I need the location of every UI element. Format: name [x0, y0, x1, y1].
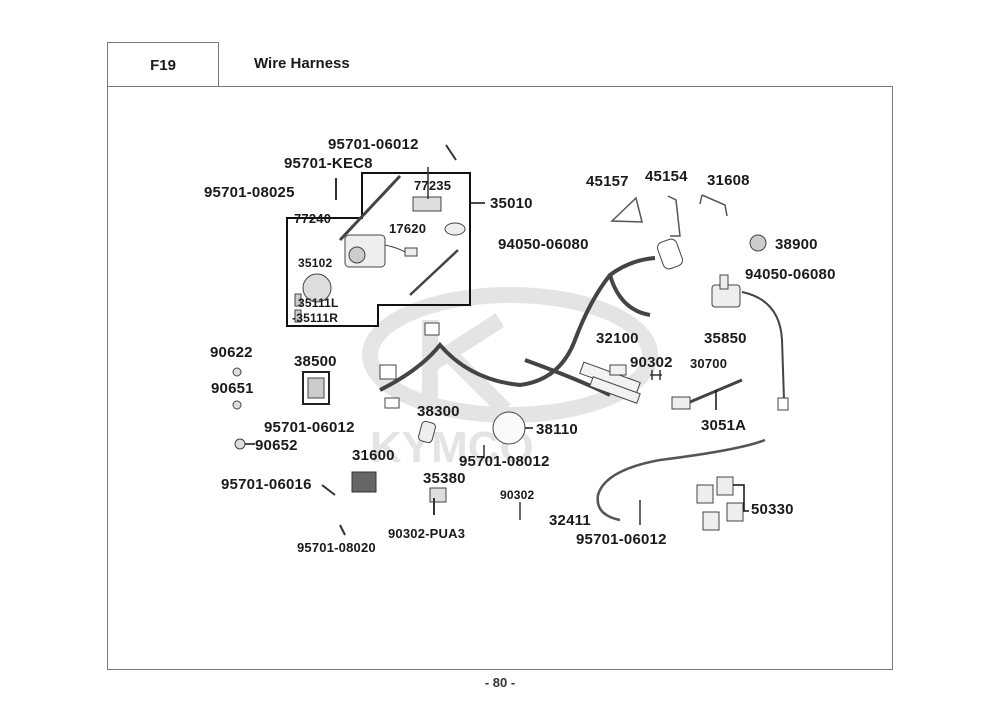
part-label[interactable]: 50330 [751, 501, 794, 518]
part-label[interactable]: 94050-06080 [745, 266, 836, 283]
regulator-icon [351, 471, 377, 493]
assembly-inset-box [286, 172, 471, 327]
relay-socket-icon [749, 234, 767, 252]
main-wire-harness-icon [379, 256, 656, 397]
part-label[interactable]: 95701-06012 [576, 531, 667, 548]
lock-plate-icon [302, 273, 332, 303]
bracket-icon [412, 196, 442, 212]
part-label[interactable]: 38900 [775, 236, 818, 253]
part-label[interactable]: 3051A [701, 417, 747, 434]
cable-icon [409, 249, 459, 296]
part-label[interactable]: 94050-06080 [498, 236, 589, 253]
part-label[interactable]: -35111R [292, 311, 339, 325]
part-label[interactable]: 95701-06012 [328, 136, 419, 153]
fuse-holder-icon [579, 361, 641, 404]
part-label[interactable]: 35850 [704, 330, 747, 347]
part-label[interactable]: 38500 [294, 353, 337, 370]
part-label[interactable]: 31608 [707, 172, 750, 189]
part-label[interactable]: 95701-06012 [264, 419, 355, 436]
part-label[interactable]: 77240 [294, 211, 332, 226]
part-label[interactable]: 95701-08025 [204, 184, 295, 201]
starter-relay-icon [418, 420, 436, 444]
clamp-icon [232, 400, 242, 410]
bracket-45157-icon [610, 196, 643, 223]
part-label[interactable]: 35111L [298, 296, 339, 310]
bracket-45154-icon [667, 195, 681, 237]
part-label[interactable]: 31600 [352, 447, 395, 464]
cable-icon [338, 174, 402, 242]
part-label[interactable]: 30700 [690, 356, 728, 371]
cap-icon [444, 222, 466, 236]
diagram-frame [107, 86, 893, 670]
fuse-set-icon [696, 476, 744, 531]
starter-switch-icon [429, 487, 447, 503]
connector-icon [384, 397, 400, 409]
connector-icon [379, 364, 397, 380]
part-label[interactable]: 95701-08020 [297, 540, 376, 555]
horn-icon [492, 411, 526, 445]
part-label[interactable]: 45154 [645, 168, 688, 185]
page-title: Wire Harness [254, 55, 350, 72]
part-label[interactable]: 90652 [255, 437, 298, 454]
ignition-switch-icon [344, 234, 418, 268]
connector-icon [424, 322, 440, 336]
part-label[interactable]: 38110 [536, 421, 578, 438]
key-icon [294, 293, 302, 307]
clamp-icon [232, 367, 242, 377]
screw-icon [321, 484, 336, 496]
bracket-31608-icon [699, 194, 728, 217]
part-label[interactable]: 95701-KEC8 [284, 155, 373, 172]
battery-cable-icon [596, 438, 766, 522]
part-label[interactable]: 17620 [389, 221, 427, 236]
screw-icon [339, 524, 346, 536]
section-code: F19 [107, 42, 219, 87]
screw-icon [445, 144, 457, 161]
part-label[interactable]: 90302 [500, 488, 535, 502]
part-label[interactable]: 45157 [586, 173, 629, 190]
part-label[interactable]: 35102 [298, 256, 333, 270]
part-label[interactable]: 35010 [490, 195, 533, 212]
ignition-coil-icon [711, 274, 741, 308]
part-label[interactable]: 95701-06016 [221, 476, 312, 493]
part-label[interactable]: 90302-PUA3 [388, 526, 466, 541]
page-number: - 80 - [484, 675, 516, 690]
part-label[interactable]: 90651 [211, 380, 254, 397]
part-label[interactable]: 35380 [423, 470, 466, 487]
clip-icon [650, 370, 662, 380]
part-label[interactable]: 32411 [549, 512, 591, 529]
part-label[interactable]: 38300 [417, 403, 460, 420]
part-label[interactable]: 95701-08012 [459, 453, 550, 470]
part-label[interactable]: 90622 [210, 344, 253, 361]
condenser-icon [657, 238, 683, 270]
key-icon [294, 309, 302, 323]
part-label[interactable]: 90302 [630, 354, 673, 371]
clamp-icon [234, 438, 246, 450]
part-label[interactable]: 77235 [414, 178, 452, 193]
part-label[interactable]: 32100 [596, 330, 639, 347]
